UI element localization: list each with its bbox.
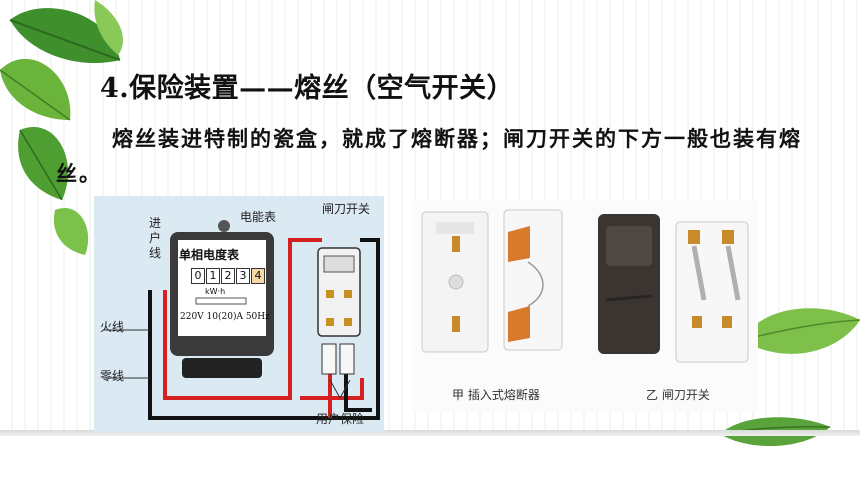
meter-digit: 2 [221, 268, 235, 284]
meter-digit: 4 [251, 268, 265, 284]
meter-digit: 0 [191, 268, 205, 284]
meter-unit: kW·h [205, 287, 226, 296]
footer-divider [0, 430, 860, 436]
meter-name: 单相电度表 [178, 248, 239, 262]
meter-digit: 3 [236, 268, 250, 284]
leaf-decoration [0, 0, 124, 255]
knife-switch-label: 闸刀开关 [322, 202, 371, 216]
caption-knife-switch: 乙 闸刀开关 [646, 388, 710, 402]
live-wire-label: 火线 [100, 320, 125, 334]
slide-title: 4.保险装置——熔丝（空气开关） [100, 73, 515, 104]
meter-label: 电能表 [240, 210, 277, 224]
meter-spec: 220V 10(20)A 50Hz [180, 312, 270, 322]
meter-digit: 1 [206, 268, 220, 284]
neutral-wire-label: 零线 [100, 369, 125, 383]
incoming-line-label: 进户线 [148, 216, 161, 260]
caption-plug-fuse: 甲 插入式熔断器 [452, 388, 540, 402]
meter-digits: 0 1 2 3 4 [191, 268, 265, 284]
user-fuse-label: 用户保险 [316, 412, 365, 426]
body-paragraph: 熔丝装进特制的瓷盒，就成了熔断器；闸刀开关的下方一般也装有熔丝。 [56, 126, 802, 186]
